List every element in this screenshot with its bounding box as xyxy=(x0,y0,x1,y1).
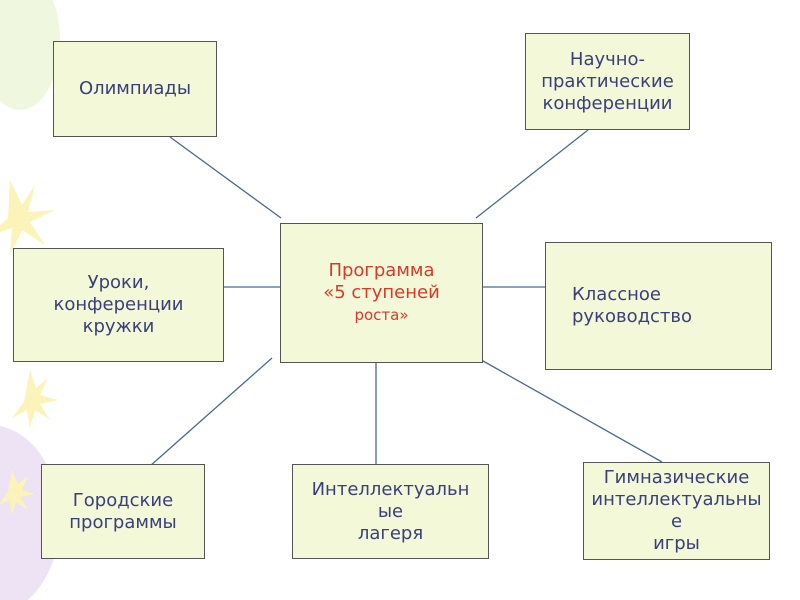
node-intellectual-camps: Интеллектуальн ые лагеря xyxy=(292,464,489,559)
center-line-1: Программа xyxy=(328,260,434,282)
node-class-guidance: Классное руководство xyxy=(545,242,772,370)
node-lessons-conferences-clubs: Уроки, конференции кружки xyxy=(13,248,224,362)
connector-games xyxy=(476,357,662,462)
node-gymnasium-games: Гимназические интеллектуальны е игры xyxy=(583,462,770,560)
center-line-3: роста» xyxy=(354,304,408,326)
center-line-2: «5 ступеней xyxy=(323,282,440,304)
connector-city-programs xyxy=(150,358,272,466)
node-city-programs: Городские программы xyxy=(41,464,205,559)
node-scientific-conferences: Научно- практические конференции xyxy=(525,33,690,130)
connector-olympiads xyxy=(170,137,281,218)
connector-conferences xyxy=(476,130,588,218)
central-node-program: Программа «5 ступеней роста» xyxy=(280,223,483,363)
node-olympiads: Олимпиады xyxy=(53,41,217,137)
